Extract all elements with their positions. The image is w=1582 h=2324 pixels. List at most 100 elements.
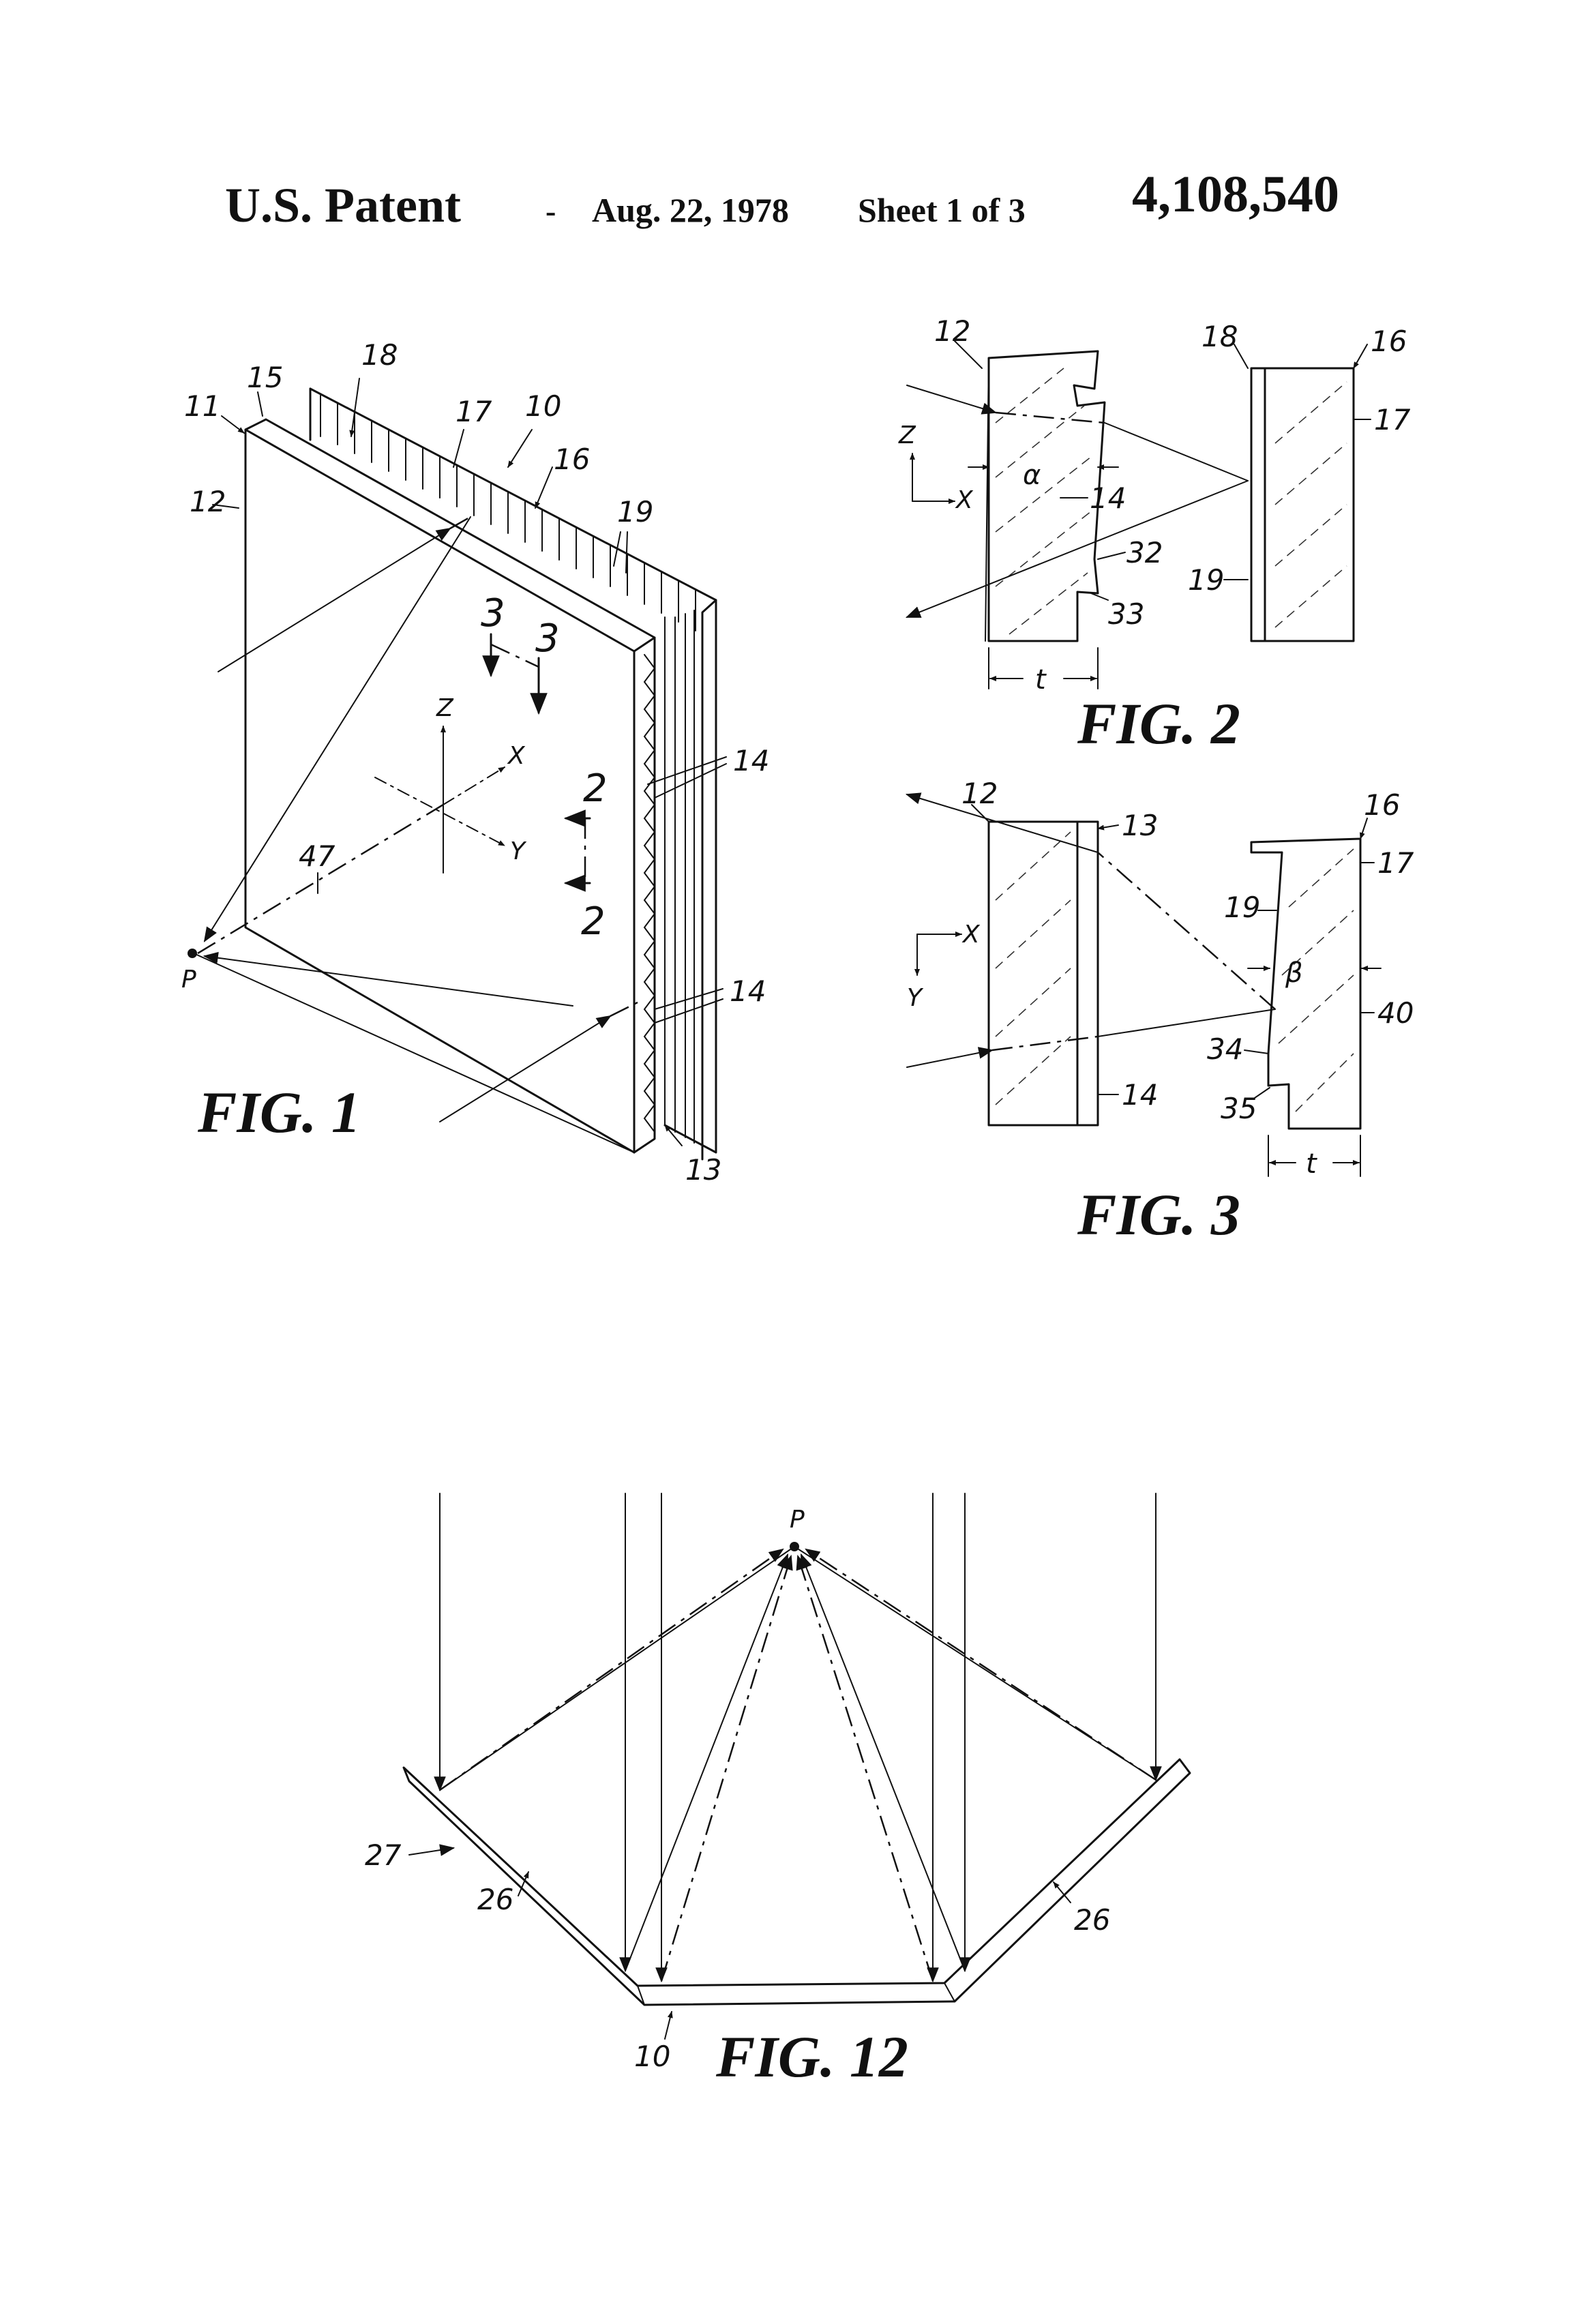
focal-point-p [188,949,197,958]
fig3-exit-ray [907,794,1098,852]
fig3-ref-17: 17 [1377,846,1414,880]
ref-14-upper: 14 [733,744,769,777]
fig3-incident-ray [907,1050,992,1067]
fig12-ref-27: 27 [365,1838,402,1872]
incident-ray-lower [440,1016,610,1122]
sheet-header: U.S. Patent - Aug. 22, 1978 Sheet 1 of 3… [225,166,1339,233]
focal-point-label: P [181,966,196,994]
leader-14-upper [648,757,726,798]
ref-47: 47 [299,839,335,873]
fig2-ref-17: 17 [1374,403,1411,436]
fig2-incident-ray [907,385,996,413]
sheet-number: Sheet 1 of 3 [858,191,1026,229]
patent-title: U.S. Patent [225,178,461,233]
front-edge-sawtooth [644,655,655,1132]
header-dash: - [546,194,556,228]
incident-ray-upper [218,528,450,672]
fig3-leader-34 [1244,1050,1268,1054]
fig3-ref-19: 19 [1224,891,1260,924]
rear-vertical-grooves [665,610,694,1143]
fig12-reflected-rays [440,1547,1156,1981]
y-axis-label: Y [510,837,527,865]
figure-3: X Y β t 12 13 16 17 19 40 34 35 14 FIG. … [907,777,1414,1247]
ref-14-lower: 14 [730,974,766,1008]
fig1-ref-labels: 11 15 12 18 17 10 16 19 14 14 13 47 [184,338,769,1187]
leader-11 [222,416,244,433]
fig2-ray-to-sheet [1105,423,1248,481]
fig3-ref-13: 13 [1122,809,1158,842]
fig3-ray-to-prism [1098,1009,1275,1037]
fig3-ray-inside [992,1037,1098,1050]
section-3-label-right: 3 [535,616,560,661]
fig12-point-label: P [790,1506,805,1534]
fig2-sheet-16 [1251,368,1354,641]
section-2-label-bottom: 2 [581,899,606,944]
fig12-ref-10: 10 [634,2040,670,2073]
section-markers: 3 3 2 2 [481,591,608,944]
front-side-edge [634,638,655,1152]
fig2-ref-32: 32 [1126,536,1163,569]
ref-18: 18 [361,338,398,372]
fig3-hatching-left [996,832,1071,1105]
fig12-caption: FIG. 12 [715,2024,908,2089]
leader-15 [258,392,263,416]
fig2-angle-alpha: α [1023,460,1041,491]
leader-10 [508,430,532,467]
figure-1: Z X Y P 3 3 2 2 [181,338,769,1187]
fig1-light-rays [194,517,638,1152]
section-3-label-left: 3 [481,591,505,636]
fig2-x-label: X [955,486,974,514]
fig3-ref-40: 40 [1377,996,1414,1030]
ref-16: 16 [554,443,590,476]
focal-line-47 [198,805,443,953]
fig1-axes: Z X Y [375,694,527,873]
fig12-focal-point-p [790,1542,799,1551]
fig2-ref-14: 14 [1090,481,1126,515]
fig2-prism-12 [989,351,1105,641]
fig12-refl-4 [798,1556,933,1981]
ref-13: 13 [685,1153,721,1187]
fig2-ref-16: 16 [1371,325,1407,358]
leader-16 [535,467,552,508]
z-axis-label: Z [436,694,454,722]
figure-2: Z X α t 12 18 16 17 14 32 33 19 FIG. 2 [898,314,1411,756]
patent-date: Aug. 22, 1978 [592,191,789,229]
fig12-ref-26-right: 26 [1074,1903,1110,1937]
fig2-hatching-right [1275,382,1347,627]
fig2-ref-33: 33 [1108,597,1144,631]
fig2-z-label: Z [898,421,916,449]
ref-15: 15 [247,361,283,394]
rear-sheet-side [702,600,716,1159]
x-axis-label: X [507,742,526,770]
fig3-thickness-t: t [1306,1148,1317,1180]
section-3-line [491,644,539,667]
fig12-reflector-outer [404,1759,1190,2005]
fig12-leader-10 [665,2012,672,2039]
y-axis [375,777,505,846]
fig3-leader-13 [1098,825,1118,829]
ref-12: 12 [190,485,226,518]
fig2-ray-inside [996,413,1105,423]
fig3-y-label: Y [907,984,924,1012]
fig2-leader-16 [1354,344,1367,368]
fig3-ray-reflected-inside [1098,852,1275,1009]
fig3-ref-16: 16 [1364,788,1400,822]
figure-12: P 27 26 26 10 FIG. 12 [365,1493,1190,2089]
fig12-incident-rays [440,1493,1156,1981]
x-axis [443,767,505,805]
fig3-ref-34: 34 [1207,1032,1243,1066]
fig2-thickness-t: t [1035,664,1047,696]
leader-17 [453,430,464,467]
ref-17: 17 [456,395,492,428]
fig2-leader-33 [1091,593,1108,600]
fig12-edge-line-left [440,1547,794,1790]
fig3-x-label: X [961,921,981,949]
fig3-ref-12: 12 [961,777,998,810]
patent-number: 4,108,540 [1132,166,1339,223]
ref-10: 10 [525,389,561,423]
fig3-caption: FIG. 3 [1077,1182,1240,1247]
fig2-ref-18: 18 [1202,320,1238,353]
leader-13 [665,1125,682,1146]
fig12-edge-line-right [794,1547,1156,1780]
reflected-ray-lower [205,956,573,1006]
